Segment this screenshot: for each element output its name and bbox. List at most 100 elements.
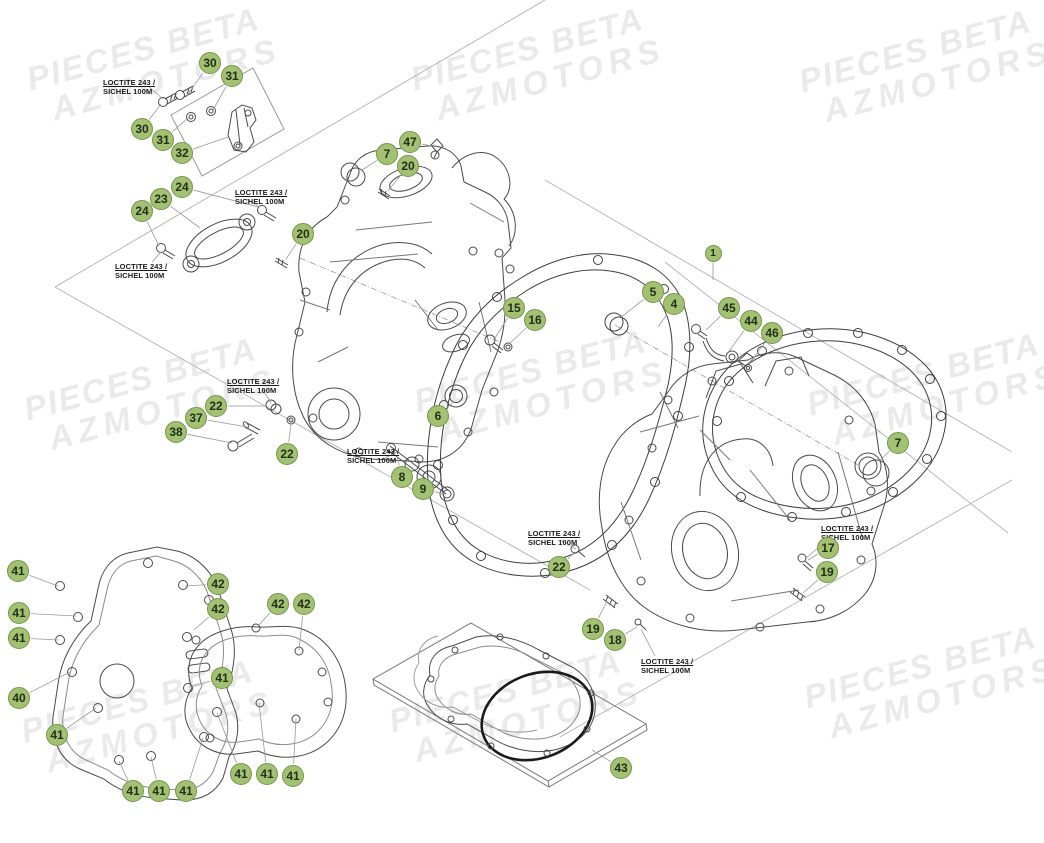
loctite-note: LOCTITE 243 /SICHEL 100M: [235, 188, 288, 207]
part-callout-7[interactable]: 7: [887, 432, 909, 454]
part-callout-9[interactable]: 9: [412, 478, 434, 500]
part-callout-38[interactable]: 38: [165, 421, 187, 443]
bolt-icon: [227, 433, 255, 452]
part-callout-30[interactable]: 30: [199, 52, 221, 74]
bottom-gaskets-drawing: [52, 546, 347, 801]
part-callout-41[interactable]: 41: [211, 667, 233, 689]
part-callout-41[interactable]: 41: [148, 780, 170, 802]
screw-icon: [257, 205, 277, 222]
part-callout-15[interactable]: 15: [503, 297, 525, 319]
banjo-bolt-icon: [691, 324, 708, 340]
nut-icon: [286, 415, 296, 425]
part-callout-20[interactable]: 20: [292, 223, 314, 245]
spacer-icon: [243, 421, 261, 435]
oring-icon: [480, 670, 594, 762]
part-callout-19[interactable]: 19: [582, 618, 604, 640]
part-callout-42[interactable]: 42: [207, 598, 229, 620]
bracket-part-drawing: [227, 104, 257, 153]
part-callout-30[interactable]: 30: [131, 118, 153, 140]
right-gasket-drawing: [604, 312, 947, 522]
right-crankcase-drawing: [570, 352, 890, 632]
gasket-holes: [55, 558, 222, 765]
oil-pipe-drawing: [691, 324, 755, 372]
screw-icon: [175, 85, 196, 100]
part-callout-24[interactable]: 24: [131, 200, 153, 222]
part-callout-20[interactable]: 20: [397, 155, 419, 177]
loctite-note: LOCTITE 243 /SICHEL 100M: [347, 447, 400, 466]
bolt-boss-holes: [624, 366, 876, 632]
left-crankcase-drawing: [292, 138, 516, 464]
part-callout-42[interactable]: 42: [207, 573, 229, 595]
stud-icon: [377, 188, 391, 200]
fitting-icon: [430, 138, 444, 159]
part-callout-41[interactable]: 41: [230, 763, 252, 785]
plug-icon: [340, 162, 366, 187]
loctite-note: LOCTITE 243 /SICHEL 100M: [641, 657, 694, 676]
part-callout-22[interactable]: 22: [205, 395, 227, 417]
loctite-note: LOCTITE 243 /SICHEL 100M: [528, 529, 581, 548]
nut-icon: [744, 364, 752, 372]
part-callout-42[interactable]: 42: [267, 593, 289, 615]
loctite-note: LOCTITE 243 /SICHEL 100M: [103, 78, 156, 97]
part-callout-4[interactable]: 4: [663, 293, 685, 315]
part-callout-40[interactable]: 40: [8, 687, 30, 709]
part-callout-5[interactable]: 5: [642, 281, 664, 303]
part-callout-37[interactable]: 37: [185, 407, 207, 429]
part-callout-41[interactable]: 41: [122, 780, 144, 802]
part-callout-31[interactable]: 31: [152, 129, 174, 151]
gasket-holes: [427, 633, 595, 757]
leader-lines: [29, 72, 890, 781]
part-callout-8[interactable]: 8: [391, 466, 413, 488]
part-callout-42[interactable]: 42: [293, 593, 315, 615]
nut-icon: [206, 106, 216, 116]
screw-icon: [570, 544, 586, 558]
part-callout-41[interactable]: 41: [8, 627, 30, 649]
part-callout-6[interactable]: 6: [427, 405, 449, 427]
part-callout-44[interactable]: 44: [740, 310, 762, 332]
part-callout-18[interactable]: 18: [604, 629, 626, 651]
screw-icon: [158, 92, 179, 107]
loctite-note: LOCTITE 243 /SICHEL 100M: [227, 377, 280, 396]
part-callout-46[interactable]: 46: [761, 322, 783, 344]
part-callout-32[interactable]: 32: [171, 142, 193, 164]
part-callout-45[interactable]: 45: [718, 297, 740, 319]
part-callout-23[interactable]: 23: [150, 188, 172, 210]
dowel-icon: [604, 312, 629, 336]
part-callout-7[interactable]: 7: [376, 143, 398, 165]
part-callout-41[interactable]: 41: [8, 602, 30, 624]
side-bolts-drawing: [227, 399, 296, 452]
part-callout-41[interactable]: 41: [175, 780, 197, 802]
bolt-boss-holes: [294, 150, 515, 464]
bolt-icon: [484, 334, 504, 354]
part-callout-1[interactable]: 1: [704, 244, 722, 262]
gasket-plate-drawing: [371, 622, 648, 788]
part-callout-41[interactable]: 41: [282, 765, 304, 787]
bolt-icon: [797, 553, 814, 572]
washer-icon: [439, 486, 455, 502]
part-callout-19[interactable]: 19: [816, 561, 838, 583]
part-callout-41[interactable]: 41: [46, 724, 68, 746]
plug-icon: [265, 399, 282, 415]
gasket-holes: [712, 328, 946, 522]
part-callout-47[interactable]: 47: [399, 131, 421, 153]
small-gasket-drawing: [156, 205, 289, 273]
part-callout-31[interactable]: 31: [221, 65, 243, 87]
part-callout-22[interactable]: 22: [548, 556, 570, 578]
bushing-icon: [444, 384, 468, 408]
pin-icon: [602, 594, 619, 609]
part-callout-22[interactable]: 22: [276, 443, 298, 465]
axis-lines: [299, 257, 859, 466]
plug-icon: [854, 452, 890, 487]
loctite-note: LOCTITE 243 /SICHEL 100M: [115, 262, 168, 281]
oring-icon: [503, 342, 513, 352]
part-callout-41[interactable]: 41: [7, 560, 29, 582]
gasket-holes: [433, 255, 694, 578]
part-callout-41[interactable]: 41: [256, 763, 278, 785]
part-callout-17[interactable]: 17: [817, 537, 839, 559]
part-callout-43[interactable]: 43: [610, 757, 632, 779]
screw-icon: [634, 618, 647, 631]
part-callout-24[interactable]: 24: [171, 176, 193, 198]
part-callout-16[interactable]: 16: [524, 309, 546, 331]
